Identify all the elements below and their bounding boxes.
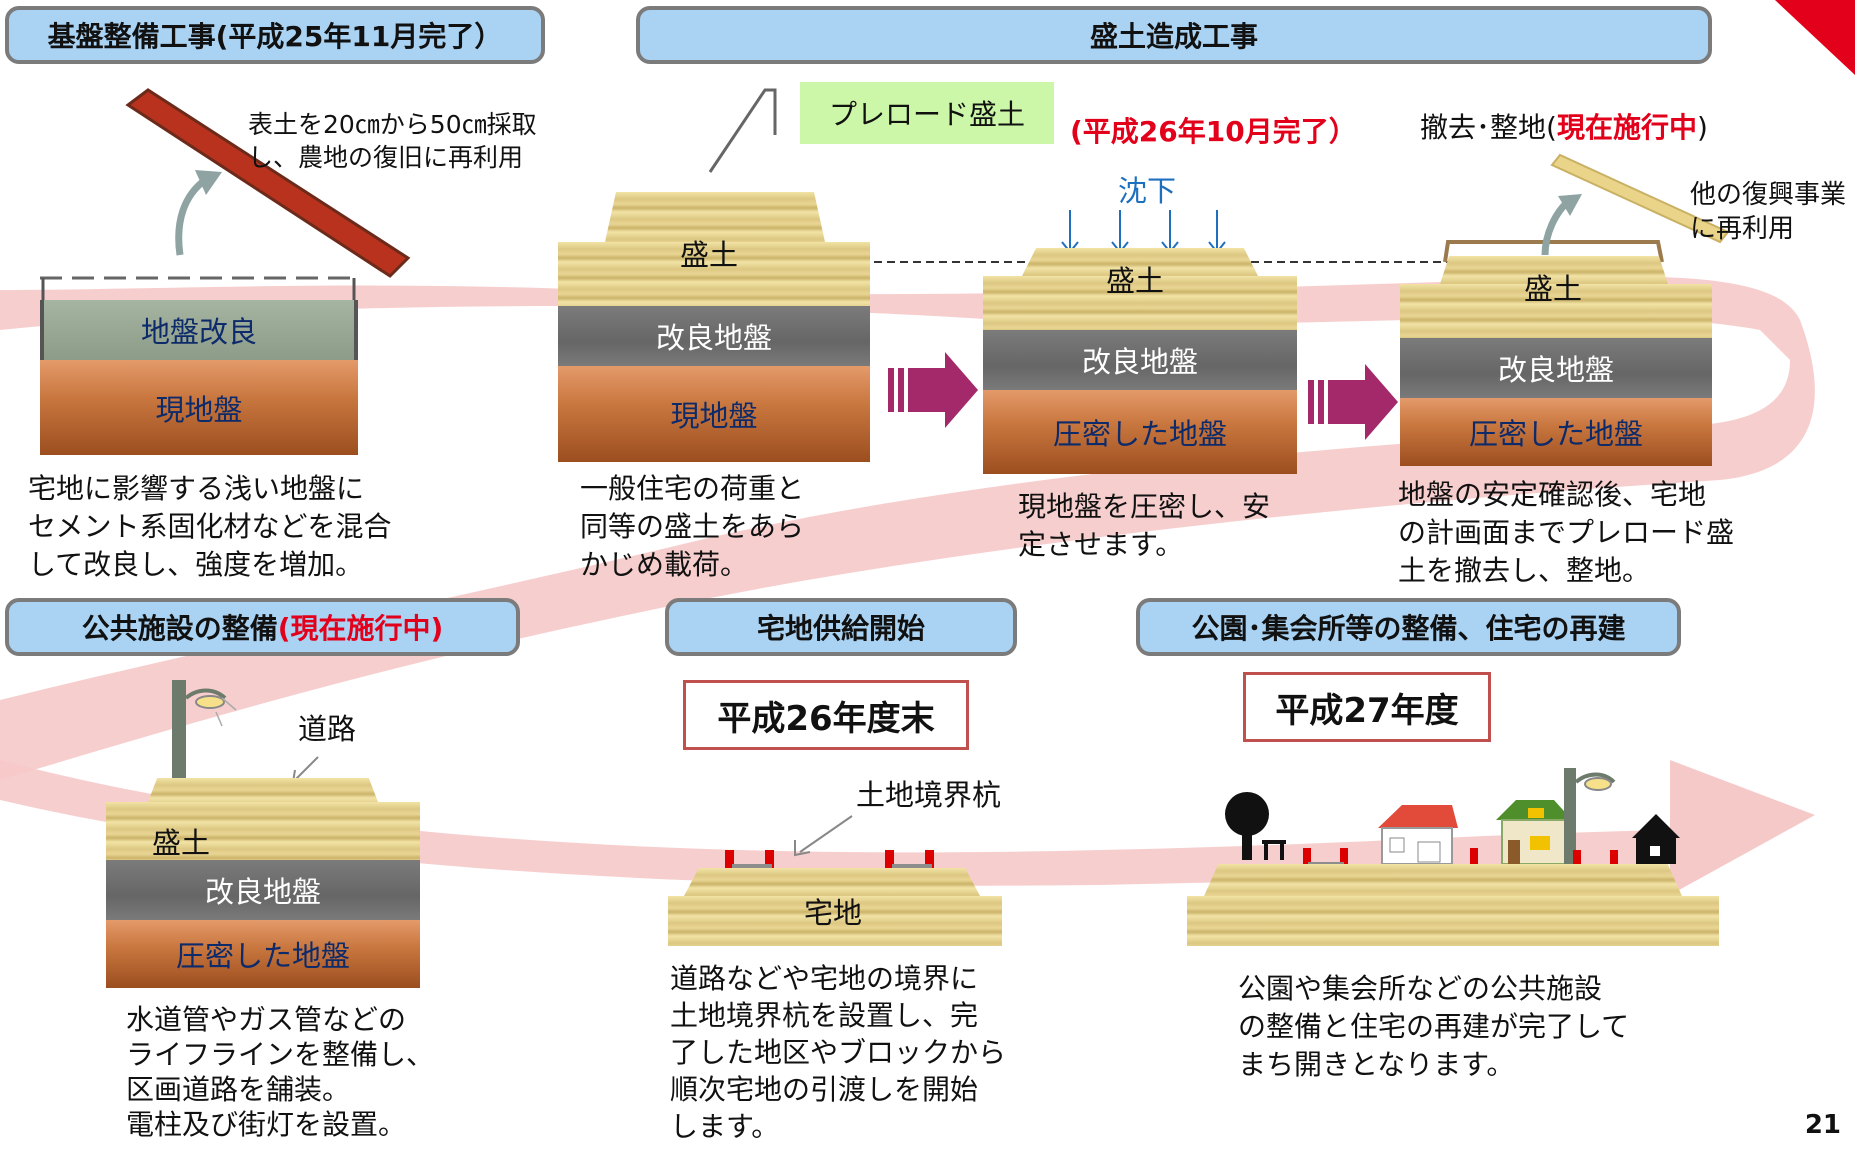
settlement-label: 沈下: [1118, 174, 1177, 208]
tree-icon: [1225, 792, 1286, 860]
step2-description: 一般住宅の荷重と 同等の盛土をあら かじめ載荷。: [580, 472, 805, 581]
step5-fill-top: [148, 778, 378, 802]
house-red-roof-icon: [1378, 805, 1458, 865]
lot-fill-top: [684, 868, 980, 896]
street-light-icon: [172, 680, 237, 778]
step3-fill-label: 盛土: [1106, 264, 1165, 298]
park-rebuild-date: 平成27年度: [1243, 672, 1491, 742]
reuse-note: 他の復興事業 に再利用: [1690, 180, 1847, 244]
header-foundation-work: 基盤整備工事(平成25年11月完了）: [5, 6, 545, 64]
flow-band-bottom: [0, 760, 1700, 886]
step1-description: 宅地に影響する浅い地盤に セメント系固化材などを混合 して改良し、強度を増加。: [28, 472, 392, 581]
step4-description: 地盤の安定確認後、宅地 の計画面までプレロード盛 土を撤去し、整地。: [1398, 478, 1735, 587]
step3-description: 現地盤を圧密し、安 定させます。: [1018, 490, 1271, 561]
preload-fill-top: [605, 192, 825, 242]
step4-compacted-layer: 圧密した地盤: [1400, 398, 1712, 466]
step5-fill-layer: [106, 802, 420, 860]
header-park-rebuild: 公園･集会所等の整備、住宅の再建: [1136, 598, 1681, 656]
page-number: 21: [1804, 1110, 1841, 1140]
road-label: 道路: [298, 712, 357, 746]
native-ground-layer: 現地盤: [40, 360, 358, 455]
step3-improved-layer: 改良地盤: [983, 330, 1297, 390]
step4-fill-top: [1440, 256, 1668, 284]
curved-arrow-up-icon: [175, 177, 208, 256]
progress-arrow-1: [888, 352, 978, 428]
road-leader-line: [294, 756, 319, 781]
flow-arrowhead: [1670, 760, 1815, 895]
step4-fill-layer: [1400, 284, 1712, 338]
preload-completed-date: (平成26年10月完了）: [1070, 115, 1357, 148]
corner-triangle: [1775, 0, 1855, 75]
preload-leader-line: [708, 88, 777, 173]
town-fill-layer: [1187, 896, 1719, 946]
removed-strip-icon: [1550, 153, 1730, 244]
step2-improved-layer: 改良地盤: [558, 306, 870, 366]
step5-compacted-layer: 圧密した地盤: [106, 920, 420, 988]
step2-fill-label: 盛土: [680, 238, 739, 272]
step3-fill-top: [1022, 248, 1258, 276]
step7-description: 公園や集会所などの公共施設 の整備と住宅の再建が完了して まち開きとなります。: [1238, 972, 1630, 1081]
step5-improved-layer: 改良地盤: [106, 860, 420, 920]
removal-label: 撤去･整地(現在施行中): [1420, 111, 1708, 144]
settlement-arrows-icon: [1061, 210, 1226, 254]
stake-leader-line: [799, 815, 853, 853]
topsoil-note: 表土を20㎝から50㎝採取 し、農地の復旧に再利用: [248, 110, 537, 172]
header-lot-supply: 宅地供給開始: [665, 598, 1017, 656]
step6-description: 道路などや宅地の境界に 土地境界杭を設置し、完 了した地区やブロックから 順次宅…: [670, 962, 1007, 1143]
removed-soil-outline: [1443, 240, 1664, 263]
lot-fill-layer: [668, 896, 1002, 946]
step5-description: 水道管やガス管などの ライフラインを整備し、 区画道路を舗装。 電柱及び街灯を設…: [126, 1003, 435, 1141]
header-embankment-work: 盛土造成工事: [636, 6, 1712, 64]
street-light-icon-2: [1564, 768, 1616, 864]
house-small-icon: [1632, 814, 1680, 864]
preload-label: プレロード盛土: [800, 82, 1054, 144]
progress-arrow-2: [1308, 364, 1398, 440]
step4-improved-layer: 改良地盤: [1400, 338, 1712, 398]
boundary-stake-label: 土地境界杭: [856, 778, 1002, 812]
lot-label: 宅地: [804, 896, 863, 930]
house-green-roof-icon: [1496, 800, 1572, 865]
step5-fill-label: 盛土: [152, 826, 211, 860]
header-public-facilities: 公共施設の整備(現在施行中): [5, 598, 520, 656]
topsoil-strip-icon: [125, 88, 411, 278]
step3-compacted-layer: 圧密した地盤: [983, 390, 1297, 474]
step2-native-layer: 現地盤: [558, 366, 870, 462]
preload-fill-layer: [558, 242, 870, 306]
ground-improvement-layer: 地盤改良: [40, 300, 358, 360]
lot-supply-date: 平成26年度末: [683, 680, 969, 750]
town-fill-top: [1204, 864, 1682, 896]
step4-fill-label: 盛土: [1524, 272, 1583, 306]
step3-fill-layer: [983, 276, 1297, 330]
